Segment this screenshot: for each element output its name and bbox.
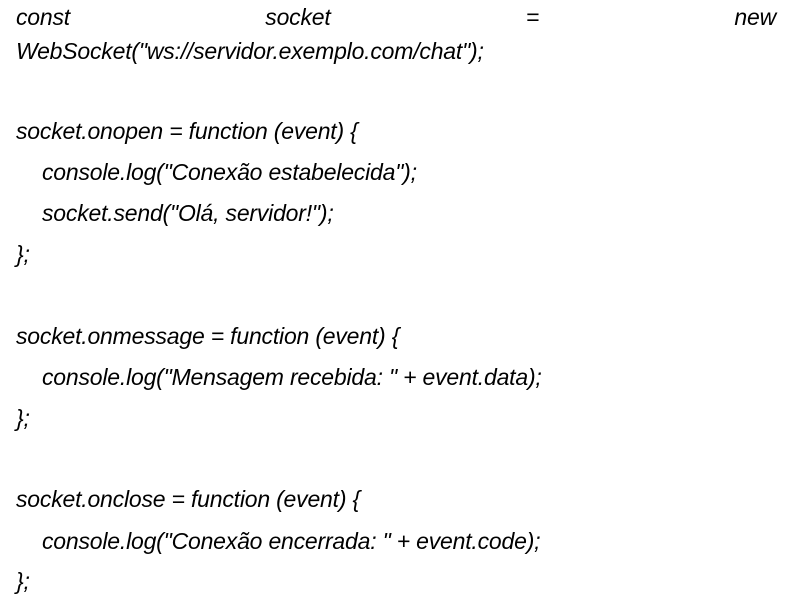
code-line-onclose-log: console.log("Conexão encerrada: " + even… [42,528,541,554]
code-line-onmessage-close: }; [16,405,30,431]
identifier-socket: socket [265,4,331,30]
code-line-onclose-close: }; [16,568,30,594]
code-line-onmessage-header: socket.onmessage = function (event) { [16,323,400,349]
keyword-const: const [16,4,70,30]
assignment-operator: = [525,4,540,30]
code-line-onclose-header: socket.onclose = function (event) { [16,486,360,512]
code-line-declaration: const socket = new [16,2,776,32]
code-line-onopen-header: socket.onopen = function (event) { [16,118,358,144]
code-line-onmessage-log: console.log("Mensagem recebida: " + even… [42,364,542,390]
keyword-new: new [734,4,776,30]
code-line-websocket-constructor: WebSocket("ws://servidor.exemplo.com/cha… [16,38,484,64]
code-line-onopen-log: console.log("Conexão estabelecida"); [42,159,417,185]
code-line-onopen-close: }; [16,241,30,267]
code-line-onopen-send: socket.send("Olá, servidor!"); [42,200,334,226]
